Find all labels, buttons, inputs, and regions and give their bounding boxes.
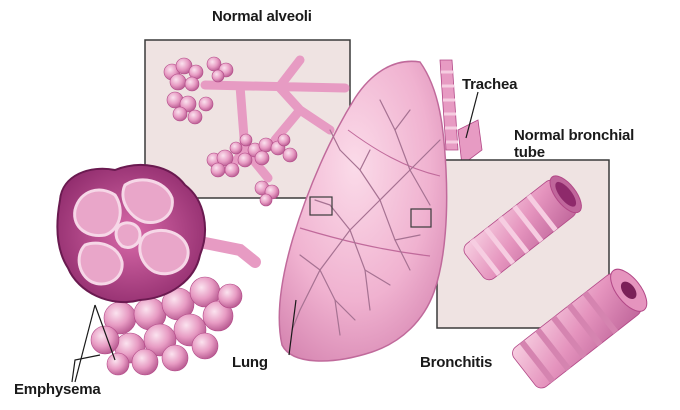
label-normal-alveoli: Normal alveoli xyxy=(212,8,312,25)
label-emphysema: Emphysema xyxy=(14,381,101,398)
label-normal-bronchial-line2: tube xyxy=(514,144,545,161)
label-trachea: Trachea xyxy=(462,76,517,93)
label-normal-bronchial-line1: Normal bronchial xyxy=(514,127,634,144)
label-bronchitis: Bronchitis xyxy=(420,354,492,371)
label-lung: Lung xyxy=(232,354,268,371)
